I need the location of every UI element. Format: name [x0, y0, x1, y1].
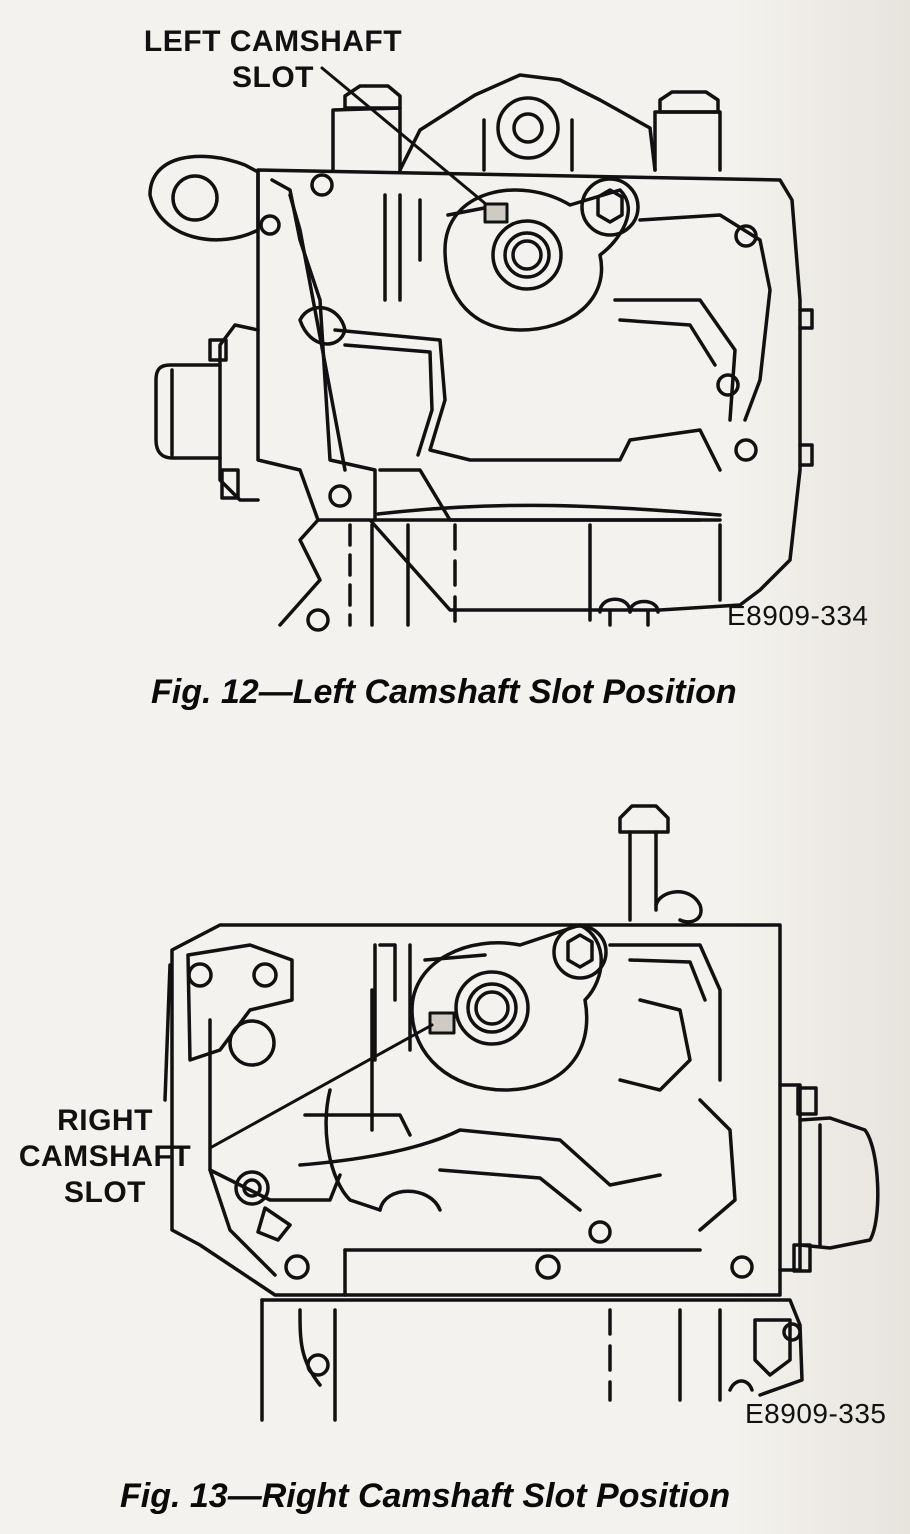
callout-line: RIGHT	[57, 1104, 153, 1137]
callout-line: CAMSHAFT	[18, 1140, 192, 1173]
right-camshaft-slot-label: RIGHT CAMSHAFT SLOT	[5, 1103, 205, 1211]
figure-code: E8909-335	[745, 1398, 887, 1429]
page-bleed-shadow	[730, 0, 910, 1534]
left-cylinder-head-illustration	[148, 66, 814, 632]
left-camshaft-slot-label: LEFT CAMSHAFT SLOT	[138, 24, 408, 96]
callout-line: SLOT	[232, 61, 314, 94]
figure-caption: Fig. 13—Right Camshaft Slot Position	[120, 1477, 731, 1515]
figure-caption: Fig. 12—Left Camshaft Slot Position	[151, 673, 737, 711]
right-cylinder-head-illustration	[163, 804, 880, 1422]
figure-code: E8909-334	[727, 600, 869, 631]
callout-line: SLOT	[64, 1176, 146, 1209]
callout-line: LEFT CAMSHAFT	[143, 25, 403, 58]
